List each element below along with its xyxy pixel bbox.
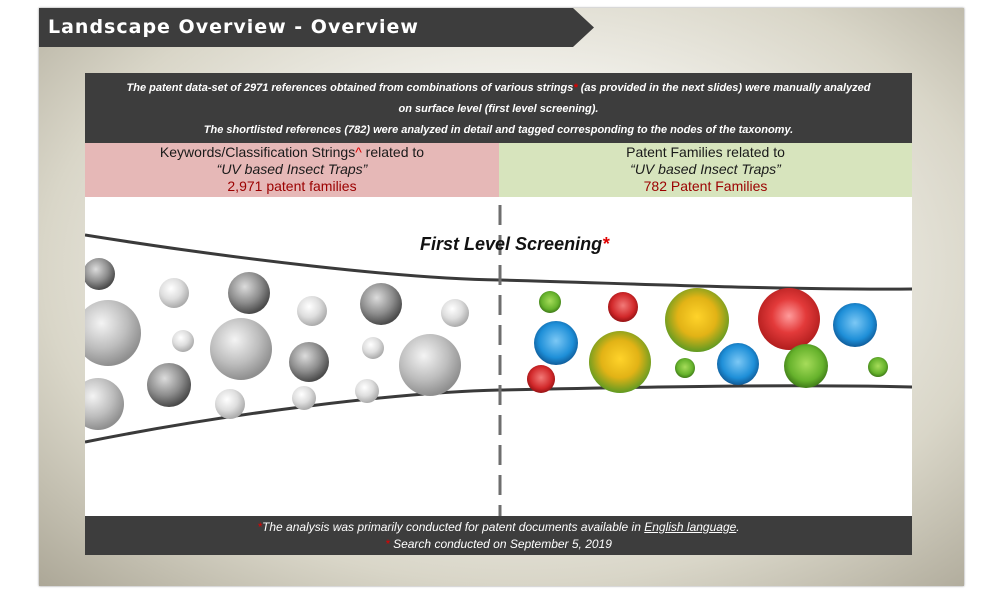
keywords-column: Keywords/Classification Strings^ related…: [85, 143, 499, 197]
intro-line-1-text: The patent data-set of 2971 references o…: [126, 82, 574, 94]
grey-circle: [360, 283, 402, 325]
screening-label: First Level Screening*: [420, 234, 609, 255]
footnote-1-end: .: [736, 520, 740, 534]
footnote-2: * Search conducted on September 5, 2019: [85, 536, 912, 553]
unscreened-circles: [85, 258, 469, 430]
grey-circle: [228, 272, 270, 314]
grey-circle: [85, 300, 141, 366]
green-circle: [539, 291, 561, 313]
caret-mark: ^: [355, 144, 362, 160]
yellow-green-circle: [665, 288, 729, 352]
asterisk-mark: *: [602, 234, 610, 254]
patent-families-subject: “UV based Insect Traps”: [630, 161, 781, 177]
grey-circle: [289, 342, 329, 382]
red-circle: [608, 292, 638, 322]
intro-line-2: on surface level (first level screening)…: [398, 103, 599, 115]
grey-circle: [210, 318, 272, 380]
patent-families-heading: Patent Families related to: [626, 144, 785, 160]
grey-circle: [215, 389, 245, 419]
grey-circle: [85, 258, 115, 290]
title-banner: Landscape Overview - Overview: [39, 8, 594, 47]
footnote-2-text: Search conducted on September 5, 2019: [389, 537, 612, 551]
keywords-heading: Keywords/Classification Strings^ related…: [85, 144, 499, 161]
keywords-heading-text: Keywords/Classification Strings: [159, 144, 356, 160]
grey-circle: [399, 334, 461, 396]
screening-funnel: First Level Screening*: [85, 197, 912, 516]
red-circle: [758, 288, 820, 350]
asterisk-mark: *: [385, 537, 390, 551]
footnote-1-text: The analysis was primarily conducted for…: [262, 520, 645, 534]
keywords-heading-tail: related to: [361, 144, 425, 160]
asterisk-mark: *: [257, 520, 263, 534]
green-circle: [675, 358, 695, 378]
page-title: Landscape Overview - Overview: [48, 16, 419, 38]
blue-circle: [534, 321, 578, 365]
grey-circle: [172, 330, 194, 352]
grey-circle: [147, 363, 191, 407]
grey-circle: [355, 379, 379, 403]
blue-circle: [717, 343, 759, 385]
screening-label-text: First Level Screening: [420, 234, 603, 254]
english-language-text: English language: [644, 520, 737, 534]
intro-description: The patent data-set of 2971 references o…: [85, 73, 912, 143]
grey-circle: [292, 386, 316, 410]
intro-line-1-tail: (as provided in the next slides) were ma…: [577, 82, 871, 94]
grey-circle: [362, 337, 384, 359]
grey-circle: [85, 378, 124, 430]
footnote-1: *The analysis was primarily conducted fo…: [85, 519, 912, 536]
keywords-subject: “UV based Insect Traps”: [216, 161, 368, 177]
grey-circle: [441, 299, 469, 327]
grey-circle: [159, 278, 189, 308]
screened-circles: [527, 288, 888, 393]
grey-circle: [297, 296, 327, 326]
footnotes: *The analysis was primarily conducted fo…: [85, 516, 912, 555]
blue-circle: [833, 303, 877, 347]
intro-line-3: The shortlisted references (782) were an…: [203, 124, 794, 136]
intro-line-1: The patent data-set of 2971 references o…: [85, 78, 912, 99]
funnel-graphic: [85, 205, 912, 516]
patent-families-column: Patent Families related to “UV based Ins…: [499, 143, 912, 197]
red-circle: [527, 365, 555, 393]
green-circle: [868, 357, 888, 377]
patent-families-count: 782 Patent Families: [643, 178, 768, 194]
yellow-green-circle: [589, 331, 651, 393]
asterisk-mark: *: [573, 82, 578, 94]
keywords-count: 2,971 patent families: [227, 178, 357, 194]
green-circle: [784, 344, 828, 388]
